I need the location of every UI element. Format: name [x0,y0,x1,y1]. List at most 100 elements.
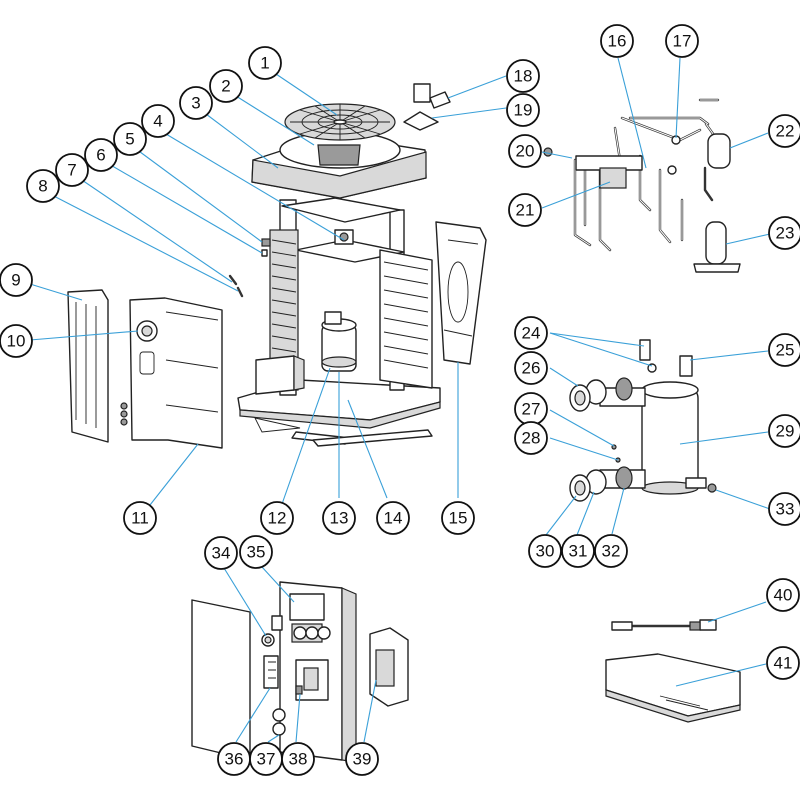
callout-28: 28 [514,421,548,455]
callout-10: 10 [0,324,33,358]
callout-37: 37 [249,742,283,776]
callout-29: 29 [768,414,800,448]
callout-41: 41 [766,646,800,680]
callout-40: 40 [766,578,800,612]
leader-37 [267,734,280,743]
svg-text:27: 27 [522,400,541,419]
callout-25: 25 [768,333,800,367]
leader-19 [431,107,507,119]
svg-text:29: 29 [776,422,795,441]
callout-9: 9 [0,263,33,297]
svg-text:13: 13 [330,509,349,528]
callout-5: 5 [113,122,147,156]
callout-16: 16 [600,24,634,58]
callout-18: 18 [506,59,540,93]
callout-6: 6 [84,138,118,172]
leader-26 [549,367,579,387]
svg-text:22: 22 [776,122,795,141]
callout-32: 32 [594,534,628,568]
svg-text:8: 8 [38,177,47,196]
svg-text:38: 38 [289,750,308,769]
callout-11: 11 [123,501,157,535]
callout-4: 4 [141,104,175,138]
leader-6 [101,159,263,254]
leader-16 [617,57,647,169]
svg-text:7: 7 [67,161,76,180]
svg-text:18: 18 [514,67,533,86]
callout-13: 13 [322,501,356,535]
svg-text:3: 3 [191,94,200,113]
callout-24: 24 [514,316,548,350]
callout-3: 3 [179,86,213,120]
svg-text:28: 28 [522,429,541,448]
svg-text:23: 23 [776,224,795,243]
svg-text:33: 33 [776,500,795,519]
leader-34 [223,567,267,637]
svg-text:12: 12 [268,509,287,528]
leader-25 [689,350,769,361]
leader-22 [729,132,769,149]
svg-text:4: 4 [153,112,162,131]
svg-text:41: 41 [774,654,793,673]
leader-11 [149,443,199,506]
leader-lines [29,57,771,743]
callout-8: 8 [26,169,60,203]
svg-text:11: 11 [131,509,149,528]
leader-40 [707,601,767,623]
side-panel-9 [67,289,109,443]
top-cover-assembly [251,103,427,199]
callout-35: 35 [239,535,273,569]
svg-text:31: 31 [569,542,588,561]
callout-38: 38 [281,742,315,776]
leader-23 [725,233,771,245]
leader-7 [75,175,233,283]
svg-text:9: 9 [11,271,20,290]
connection-cable [611,619,717,631]
callout-21: 21 [508,193,542,227]
leader-29 [679,431,769,445]
callout-20: 20 [508,134,542,168]
side-panel-15 [435,221,487,365]
front-panel-11 [120,297,223,449]
leader-8 [45,191,239,292]
leader-39 [363,679,377,743]
callout-15: 15 [441,501,475,535]
callout-33: 33 [768,492,800,526]
leader-2 [235,95,315,146]
svg-text:17: 17 [673,32,692,51]
refrigerant-piping-assembly [543,98,741,273]
callout-12: 12 [260,501,294,535]
leader-3 [205,113,279,169]
leader-18 [447,75,507,99]
svg-text:19: 19 [514,101,533,120]
leader-41 [675,663,767,687]
leader-24a [549,332,645,347]
callout-1: 1 [248,46,282,80]
svg-text:32: 32 [602,542,621,561]
leader-17 [675,57,681,139]
leader-4 [165,133,345,241]
callout-14: 14 [376,501,410,535]
callout-34: 34 [204,536,238,570]
callout-22: 22 [768,114,800,148]
callout-36: 36 [217,742,251,776]
callouts: 1 2 3 4 5 6 7 8 9 10 11 12 13 14 15 16 1… [0,24,800,776]
callout-23: 23 [768,216,800,250]
electrical-box-assembly [191,581,409,763]
svg-text:36: 36 [225,750,244,769]
callout-7: 7 [55,153,89,187]
leader-1 [275,73,338,116]
svg-text:6: 6 [96,146,105,165]
heat-exchanger-assembly [569,339,717,502]
svg-text:24: 24 [522,324,541,343]
svg-text:14: 14 [384,509,403,528]
leader-36 [235,687,271,743]
callout-39: 39 [345,742,379,776]
svg-text:2: 2 [221,77,230,96]
svg-text:37: 37 [257,750,276,769]
callout-27: 27 [514,392,548,426]
callout-2: 2 [209,69,243,103]
leader-28 [549,437,619,461]
svg-text:20: 20 [516,142,535,161]
